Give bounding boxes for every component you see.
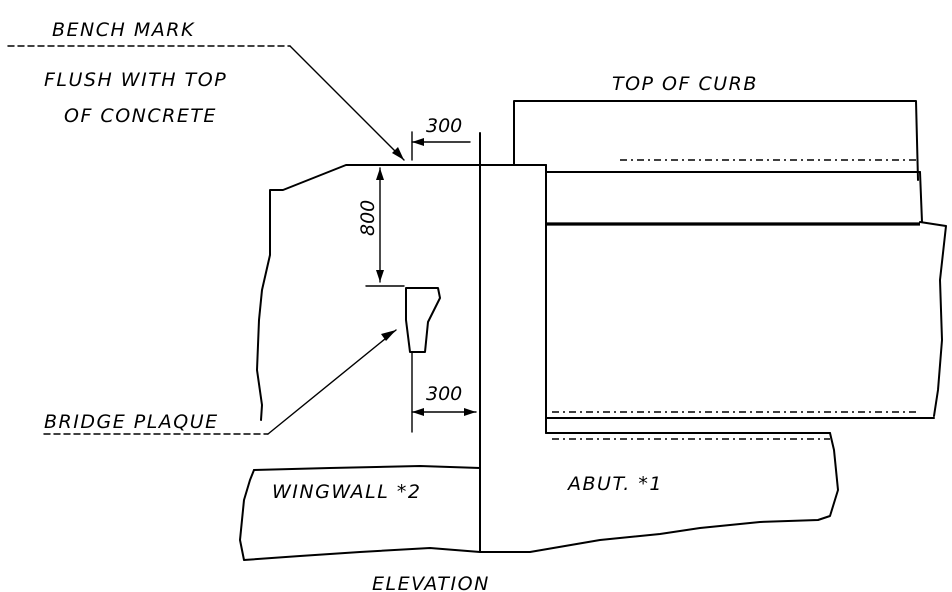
bridge-plaque-label: BRIDGE PLAQUE [44, 411, 219, 433]
flush-label-line1: FLUSH WITH TOP [44, 69, 227, 91]
abutment-outline [513, 100, 947, 440]
bench-mark-label: BENCH MARK [52, 19, 195, 41]
dimension-vertical-800-text: 800 [357, 200, 379, 236]
flush-label-line2: OF CONCRETE [64, 105, 217, 127]
view-caption: ELEVATION [372, 573, 490, 592]
bridge-plaque-leader [43, 329, 397, 435]
bridge-plaque [405, 287, 441, 433]
dimension-top-300-text: 300 [426, 115, 462, 137]
dimension-vertical-800 [365, 167, 405, 287]
abutment-label: ABUT. *1 [566, 473, 663, 495]
wingwall-outline [256, 164, 408, 421]
dimension-top-300 [411, 131, 471, 161]
footing-break-outline [239, 432, 839, 561]
dimension-plaque-300-text: 300 [426, 383, 462, 405]
dimension-plaque-300 [411, 408, 477, 416]
bench-mark-leader [7, 45, 405, 161]
top-of-curb-label: TOP OF CURB [612, 73, 758, 95]
wingwall-label: WINGWALL *2 [272, 481, 421, 503]
